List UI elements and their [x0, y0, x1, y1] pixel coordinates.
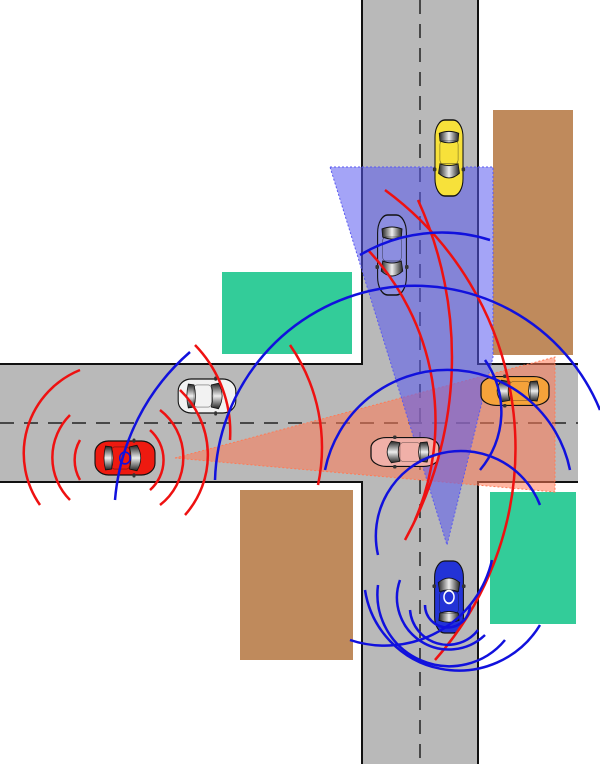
building-brown	[493, 110, 573, 355]
red-wave-arc	[403, 199, 454, 541]
red-wave-arc	[149, 429, 165, 491]
red-wave-arc	[367, 249, 437, 521]
blue-emitter-dot	[443, 589, 455, 605]
purple-car-icon	[374, 214, 410, 296]
blue-wave-arc	[374, 449, 542, 556]
blue-car-icon	[431, 560, 467, 634]
pink-car-icon	[370, 435, 440, 469]
road-edge-line	[0, 481, 363, 764]
blue-wave-arc	[423, 604, 472, 629]
building-brown	[240, 490, 353, 660]
red-wave-arc	[179, 389, 210, 516]
blue-wave-arc	[323, 368, 572, 471]
blue-wave-arc	[408, 609, 479, 647]
red-wave-arc	[194, 344, 232, 441]
red-wave-arc	[73, 439, 82, 481]
blue-wave-arc	[376, 584, 506, 668]
building-green	[222, 272, 352, 354]
blue-wave-arc	[213, 284, 600, 481]
red-wave-arc	[384, 188, 517, 661]
red-car-icon	[94, 438, 156, 478]
blue-wave-arc	[395, 579, 486, 651]
red-wave-arc	[51, 414, 71, 501]
blue-wave-arc	[359, 231, 491, 257]
red-wave-arc	[22, 368, 81, 506]
blue-wave-arc	[479, 359, 503, 471]
blue-wave-arc	[113, 351, 191, 501]
road-edge-line	[0, 0, 363, 365]
building-green	[490, 492, 576, 624]
red-wave-arc	[288, 344, 324, 486]
blue-wave-arc	[349, 559, 494, 647]
red-waves	[22, 188, 517, 661]
red-wave-arc	[159, 409, 185, 506]
yellow-car-icon	[432, 119, 466, 197]
blue-waves	[113, 231, 600, 672]
blue-wave-arc	[363, 589, 542, 672]
buildings	[222, 110, 576, 660]
